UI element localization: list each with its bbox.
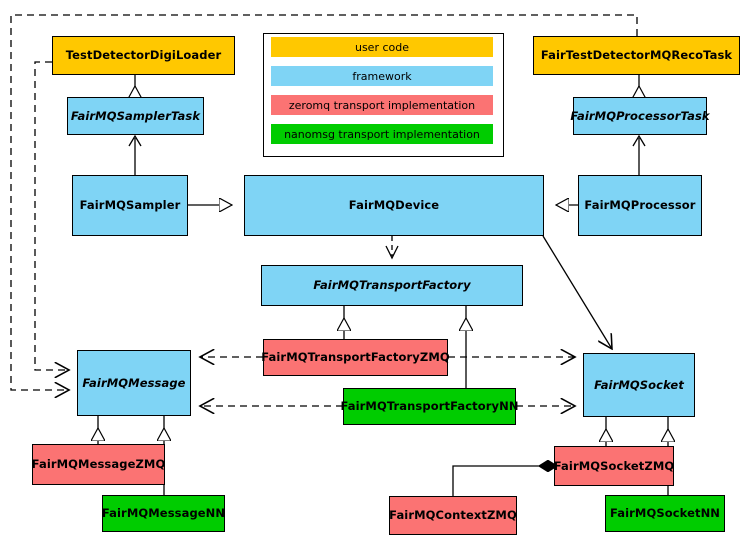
class-node-fairmqcontextzmq[interactable]: FairMQContextZMQ — [389, 496, 517, 535]
legend-item-user-code: user code — [271, 37, 493, 57]
class-node-fairmqmessage[interactable]: FairMQMessage — [77, 350, 191, 416]
class-node-fairmqsamplertask[interactable]: FairMQSamplerTask — [67, 97, 204, 135]
class-node-fairmqsocketnn[interactable]: FairMQSocketNN — [605, 495, 725, 532]
edge-digiloader-message — [34, 61, 69, 370]
edge-contextzmq-socketzmq — [452, 466, 540, 496]
class-node-testdetectordigiloader[interactable]: TestDetectorDigiLoader — [52, 36, 235, 75]
class-node-fairtestdetectormqrecotask[interactable]: FairTestDetectorMQRecoTask — [533, 36, 740, 75]
legend-label-zeromq: zeromq transport implementation — [288, 98, 476, 112]
class-node-fairmqprocessor[interactable]: FairMQProcessor — [578, 175, 702, 236]
class-node-fairmqsocketzmq[interactable]: FairMQSocketZMQ — [554, 446, 674, 486]
class-node-fairmqsampler[interactable]: FairMQSampler — [72, 175, 188, 236]
class-node-fairmqdevice[interactable]: FairMQDevice — [244, 175, 544, 236]
class-node-fairmqsocket[interactable]: FairMQSocket — [583, 353, 695, 417]
class-node-fairmqtransportfactory[interactable]: FairMQTransportFactory — [261, 265, 523, 306]
class-node-fairmqprocessortask[interactable]: FairMQProcessorTask — [570, 97, 710, 135]
legend-label-user-code: user code — [354, 40, 410, 54]
edge-device-socket — [542, 235, 612, 349]
class-node-fairmqtransportfactorynn[interactable]: FairMQTransportFactoryNN — [340, 388, 518, 425]
legend-item-zeromq: zeromq transport implementation — [271, 95, 493, 115]
class-node-fairmqmessagenn[interactable]: FairMQMessageNN — [102, 495, 225, 532]
class-node-fairmqmessagezmq[interactable]: FairMQMessageZMQ — [32, 444, 165, 485]
legend-item-framework: framework — [271, 66, 493, 86]
edge-recotask-message — [10, 14, 638, 390]
class-node-fairmqtransportfactoryzmq[interactable]: FairMQTransportFactoryZMQ — [261, 339, 450, 376]
legend-label-framework: framework — [352, 69, 412, 83]
legend-label-nanomsg: nanomsg transport implementation — [284, 127, 480, 141]
legend-item-nanomsg: nanomsg transport implementation — [271, 124, 493, 144]
